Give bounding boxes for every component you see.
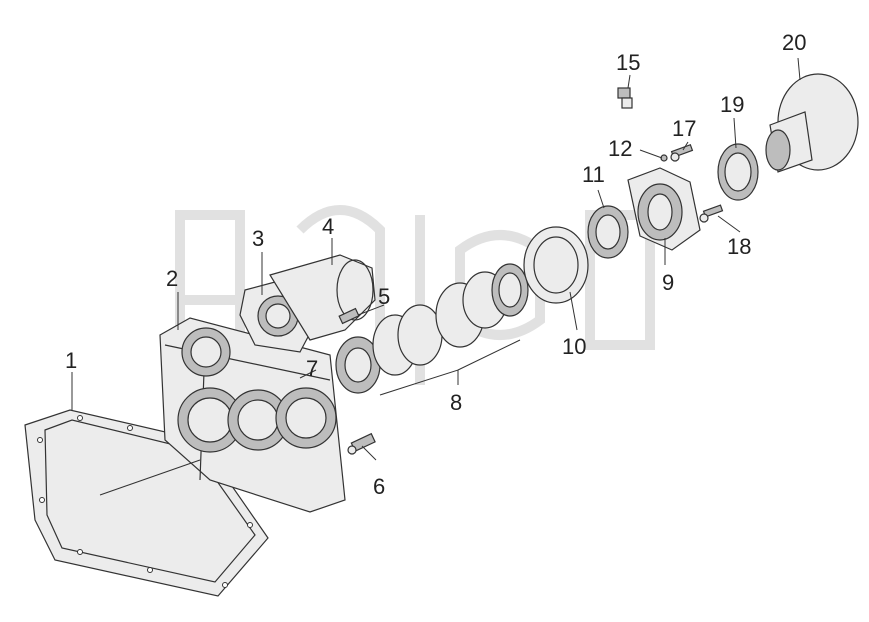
callout-8: 8: [450, 390, 462, 415]
screw-17: [670, 143, 694, 162]
callout-15: 15: [616, 50, 640, 75]
bearing-set: [335, 263, 529, 394]
watermark: [175, 205, 655, 385]
callout-7: 7: [306, 356, 318, 381]
output-flange: [765, 73, 859, 173]
end-cover: [627, 167, 701, 251]
callout-1: 1: [65, 348, 77, 373]
ring-19: [717, 143, 759, 201]
callout-9: 9: [662, 270, 674, 295]
callout-18: 18: [727, 234, 751, 259]
callout-19: 19: [720, 92, 744, 117]
bolt-6: [347, 432, 376, 455]
callout-5: 5: [378, 284, 390, 309]
callouts: 1 2 3 4 5 6 7 8 9 10 11 12 15 17 18 19 2…: [65, 30, 806, 499]
gasket-ring: [523, 226, 589, 304]
callout-10: 10: [562, 334, 586, 359]
callout-2: 2: [166, 266, 178, 291]
callout-6: 6: [373, 474, 385, 499]
seal-ring: [587, 205, 629, 259]
bolt-5: [338, 307, 360, 325]
callout-3: 3: [252, 226, 264, 251]
callout-11: 11: [582, 162, 605, 187]
callout-12: 12: [608, 136, 632, 161]
plug-15: [617, 87, 633, 109]
screw-18: [699, 204, 724, 223]
callout-17: 17: [672, 116, 696, 141]
callout-20: 20: [782, 30, 806, 55]
leader-lines: [71, 57, 801, 496]
callout-4: 4: [322, 214, 334, 239]
gear-housing: [159, 317, 346, 513]
